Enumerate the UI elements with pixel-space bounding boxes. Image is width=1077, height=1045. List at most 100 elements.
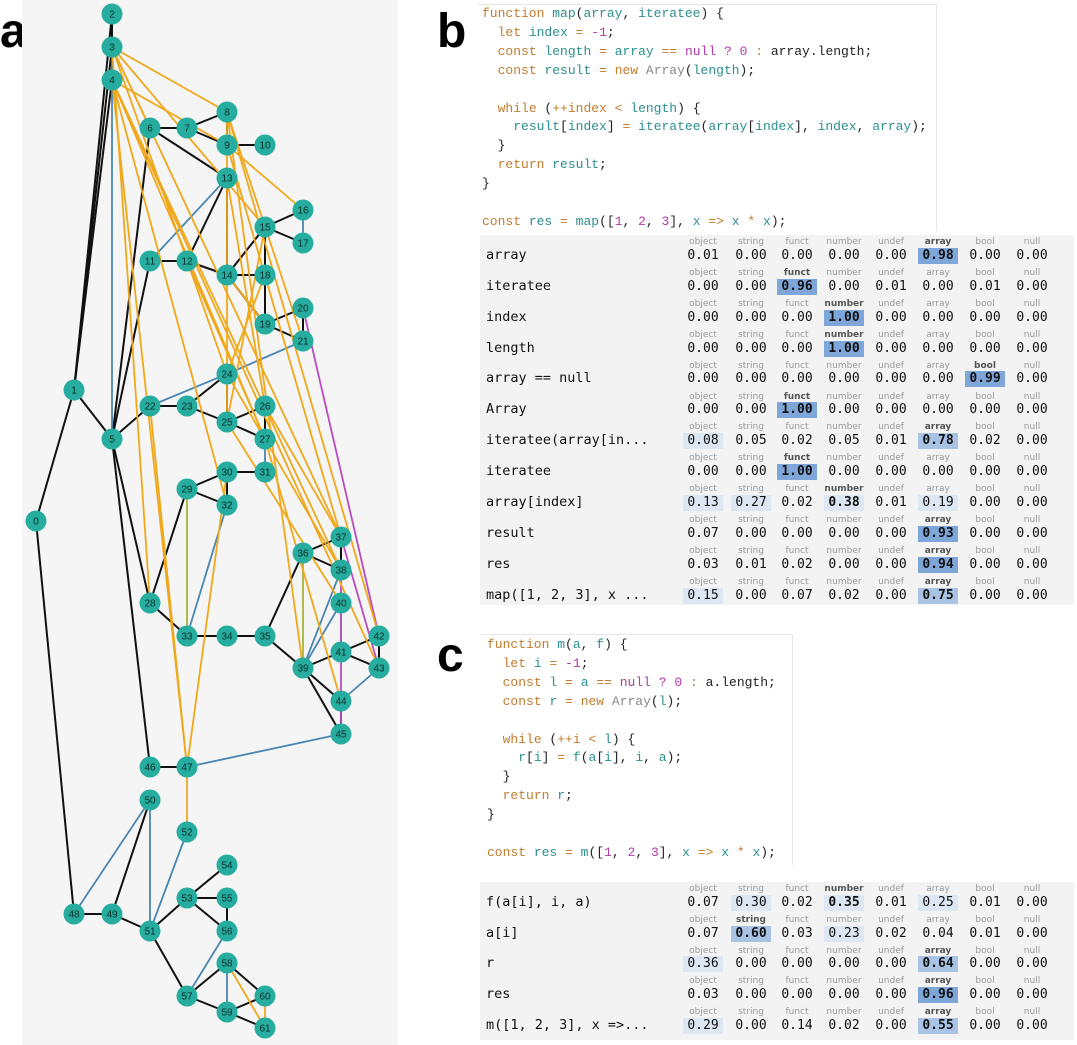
type-header-null: null [1023,453,1041,464]
type-header-bool: bool [975,237,995,247]
prob-cell-null: 0.00 [1016,956,1048,972]
prob-cell-array: 0.75 [918,587,958,604]
type-header-undef: undef [878,360,904,371]
graph-node-1: 1 [63,379,85,401]
graph-node-circle [216,1001,238,1023]
graph-node-circle [176,887,198,909]
row-label: index [486,308,527,325]
type-header-null: null [1023,1007,1041,1018]
type-header-array: array [926,484,950,495]
graph-node-32: 32 [216,494,238,516]
type-header-number: number [824,329,864,340]
type-header-object: object [689,1007,717,1018]
graph-node-circle [216,411,238,433]
graph-node-circle [292,232,314,254]
prob-cell-null: 0.00 [1016,340,1048,356]
prob-cell-funct: 0.07 [781,587,813,603]
graph-node-circle [216,494,238,516]
graph-edge-24-38 [226,373,342,571]
type-header-number: number [826,422,862,433]
prob-cell-null: 0.00 [1016,925,1048,941]
graph-node-circle [176,117,198,139]
type-header-object: object [689,884,717,894]
prob-cell-object: 0.01 [687,247,719,263]
row-label: iteratee(array[in... [486,432,649,449]
graph-node-label: 40 [335,599,347,610]
prob-cell-string: 0.00 [735,278,767,294]
type-header-string: string [738,391,764,402]
graph-node-label: 12 [181,257,193,268]
prob-cell-null: 0.00 [1016,894,1048,910]
prob-cell-null: 0.00 [1016,402,1048,418]
type-header-object: object [689,329,717,340]
graph-node-circle [330,723,352,745]
prob-cell-bool: 0.01 [969,925,1001,941]
type-header-array: array [926,914,950,925]
graph-edge-12-13 [186,177,228,262]
type-header-undef: undef [878,391,904,402]
type-header-funct: funct [785,484,809,495]
graph-edge-35-36 [264,552,304,637]
type-header-bool: bool [975,298,995,309]
prob-cell-bool: 0.01 [969,894,1001,910]
type-header-funct: funct [785,576,809,587]
prob-cell-string: 0.30 [731,894,771,911]
graph-node-circle [292,199,314,221]
graph-node-35: 35 [254,625,276,647]
prob-cell-number: 0.35 [824,894,864,911]
graph-node-circle [176,756,198,778]
prob-cell-string: 0.27 [731,495,771,512]
graph-node-label: 2 [109,10,115,21]
graph-node-circle [216,920,238,942]
graph-edge-8-39 [226,111,304,669]
prob-cell-bool: 0.00 [969,1017,1001,1033]
graph-edge-0-48 [35,520,75,915]
code-box-c [482,634,793,865]
type-header-array: array [926,298,950,309]
prob-cell-string: 0.00 [735,525,767,541]
type-header-object: object [689,546,717,556]
prob-cell-object: 0.00 [687,340,719,356]
graph-edge-18-24 [226,274,266,375]
prob-cell-bool: 0.00 [969,525,1001,541]
graph-node-label: 18 [259,271,271,282]
type-header-bool: bool [975,391,995,402]
prob-cell-array: 0.93 [918,525,958,542]
type-header-string: string [738,546,764,556]
prob-cell-string: 0.00 [735,309,767,325]
type-header-undef: undef [878,453,904,464]
prob-cell-object: 0.29 [683,1017,723,1034]
type-header-object: object [689,422,717,433]
code-line: let i = -1; [502,655,589,671]
graph-node-label: 57 [181,992,193,1003]
graph-node-label: 41 [335,648,347,659]
graph-node-circle [254,216,276,238]
code-line: const l = a == null ? 0 : a.length; [502,674,776,690]
type-header-array: array [924,945,952,956]
graph-node-circle [63,379,85,401]
graph-node-44: 44 [330,690,352,712]
type-header-object: object [689,515,717,526]
graph-node-label: 6 [147,124,153,135]
type-header-string: string [738,298,764,309]
prob-cell-bool: 0.99 [965,371,1005,388]
prob-cell-funct: 0.02 [781,556,813,572]
prob-cell-bool: 0.00 [969,402,1001,418]
prob-cell-bool: 0.00 [969,556,1001,572]
graph-edge-48-50 [73,799,151,915]
graph-node-label: 26 [259,402,271,413]
graph-node-label: 4 [109,76,115,87]
prob-cell-bool: 0.00 [969,956,1001,972]
graph-edge-6-13 [149,127,228,179]
prob-cell-string: 0.60 [731,925,771,942]
prob-cell-array: 0.19 [918,495,958,512]
type-header-object: object [689,976,717,987]
graph-edge-4-9 [111,79,228,146]
code-line: return result; [497,157,607,173]
code-line: while (++index < length) { [497,100,701,116]
graph-node-60: 60 [254,985,276,1007]
prob-cell-string: 0.00 [735,464,767,480]
